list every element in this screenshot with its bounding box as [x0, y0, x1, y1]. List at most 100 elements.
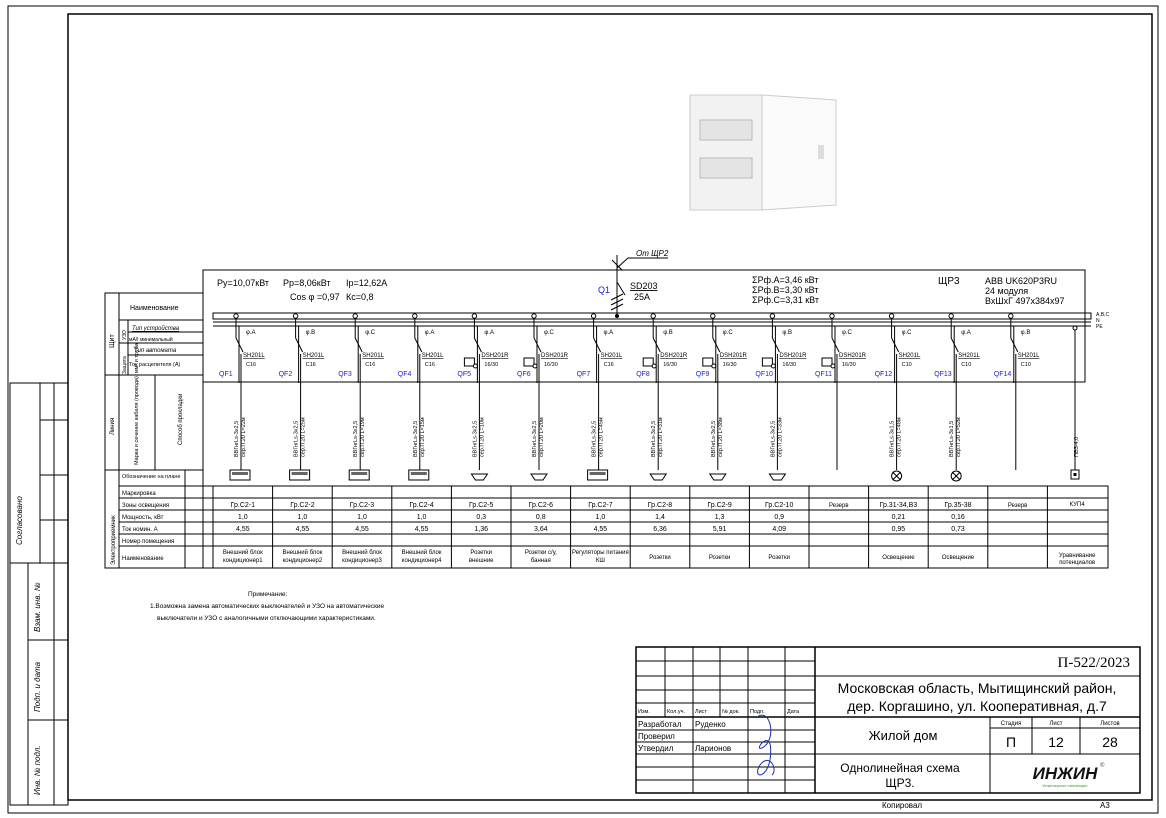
power-cell: 1,0 [357, 514, 367, 521]
power-cell: 1,3 [715, 514, 725, 521]
lamp-plan-icon [891, 470, 903, 482]
main-breaker-rating: 25A [634, 292, 650, 302]
phase-label: φ.В [1021, 330, 1031, 336]
cos-value: Cos φ =0,97 [290, 292, 340, 302]
breaker-ref: QF13 [934, 371, 952, 378]
phase-label: φ.А [246, 330, 256, 336]
sheets-label: Листов [1100, 721, 1120, 727]
hdr-protection: Защита [122, 356, 128, 374]
device-type: SH201L [303, 353, 325, 359]
consumer-name-cell: Розетки с/у, [525, 550, 557, 556]
svg-text:Инженерные инновации: Инженерные инновации [1042, 783, 1087, 788]
tb-col-header: Кол.уч. [667, 709, 685, 715]
current-cell: 6,36 [653, 526, 667, 533]
device-rating: C16 [365, 362, 375, 368]
phase-label: φ.А [604, 330, 614, 336]
device-rating: C10 [1021, 362, 1031, 368]
socket-plan-icon [470, 473, 489, 481]
consumer-name-cell: Внешний блок [282, 549, 322, 556]
cable-mark: ВВГнгLs-3х2,5 [413, 421, 419, 457]
tb-role: Утвердил [638, 744, 674, 753]
socket-plan-icon [708, 473, 727, 481]
cable-mark: ВВГнгLs-3х2,5 [711, 421, 717, 457]
tb-person: Руденко [695, 720, 726, 729]
power-cell: 0,16 [951, 514, 965, 521]
zone-cell: Гр.С2-8 [648, 502, 673, 509]
hdr-trip-current: Ток расцепителя (А) [129, 362, 181, 368]
current-cell: 0,95 [892, 526, 906, 533]
breaker-ref: QF11 [815, 371, 832, 378]
power-cell: 0,9 [774, 514, 784, 521]
device-type: SH201L [422, 353, 444, 359]
consumer-name-cell-line2: внешние [469, 558, 494, 564]
device-rating: C10 [961, 362, 971, 368]
panel-parameters: Ру=10,07кВт Рр=8,06кВт Iр=12,62А Cos φ =… [217, 275, 1065, 306]
pe-name-cell: Уравнивание [1059, 553, 1096, 559]
company-logo: ИНЖИН Инженерные инновации ® [1033, 762, 1105, 788]
sheet-title-2: ЩР3. [885, 776, 914, 790]
cable-mark: ВВГнгLs-3х2,5 [294, 421, 300, 457]
cable-route: сер.П.20 L=48м [897, 417, 903, 457]
phase-label: φ.С [723, 330, 734, 336]
current-cell: 4,55 [236, 526, 250, 533]
current-cell: 3,64 [534, 526, 548, 533]
hdr-current: Ток номин. А [122, 527, 158, 533]
address-line-1: Московская область, Мытищинский район, [838, 680, 1117, 696]
busbars: A,B,C N PE [212, 312, 1109, 330]
tb-role: Разработал [638, 720, 682, 729]
tb-col-header: № док. [722, 709, 740, 715]
current-cell: 4,09 [772, 526, 786, 533]
zone-cell: Гр.31-34,В3 [880, 502, 918, 509]
breaker-ref: QF8 [636, 371, 650, 378]
tb-role: Проверил [638, 732, 675, 741]
sheet-value: 12 [1048, 734, 1064, 750]
box-plan-icon [348, 469, 370, 481]
power-cell: 1,0 [596, 514, 606, 521]
device-rating: 16/30 [782, 362, 796, 368]
consumer-name-cell: Розетки [649, 555, 671, 561]
svg-text:ИНЖИН: ИНЖИН [1033, 764, 1098, 783]
bus-label-n: N [1096, 318, 1100, 324]
zone-cell: Гр.С2-9 [707, 502, 732, 509]
zone-cell: Гр.С2-6 [529, 502, 554, 509]
device-rating: C16 [604, 362, 614, 368]
hdr-room: Номер помещения [122, 539, 174, 545]
consumer-name-cell: Освещение [942, 555, 975, 561]
pp-value: Рр=8,06кВт [283, 278, 331, 288]
zone-cell: Резерв [1008, 503, 1028, 509]
power-cell: 0,8 [536, 514, 546, 521]
current-cell: 4,55 [296, 526, 310, 533]
device-type: DSH201R [660, 353, 688, 359]
note-title: Примечание: [248, 591, 288, 598]
device-rating: 16/30 [544, 362, 558, 368]
current-cell: 5,91 [713, 526, 727, 533]
breaker-ref: QF12 [875, 371, 893, 378]
current-cell: 1,36 [474, 526, 488, 533]
box-plan-icon [408, 469, 430, 481]
zone-cell: Гр.С2-2 [290, 502, 315, 509]
panel-name: ЩР3 [938, 276, 960, 287]
device-type: DSH201R [481, 353, 509, 359]
zone-cell: Гр.35-38 [944, 502, 971, 509]
phase-label: φ.А [484, 330, 494, 336]
device-rating: C16 [246, 362, 256, 368]
consumer-name-cell: Розетки [768, 555, 790, 561]
lamp-plan-icon [950, 470, 962, 482]
doc-number: П-522/2023 [1058, 655, 1131, 671]
cable-route: сер.П.20 L=22м [241, 417, 247, 457]
hdr-name: Наименование [130, 305, 179, 312]
tb-person: Ларионов [695, 744, 731, 753]
zone-cell: Гр.С2-3 [350, 502, 375, 509]
device-type: SH201L [899, 353, 921, 359]
enclosure-image [689, 94, 837, 211]
hdr-line: Линия [110, 418, 116, 435]
cable-route: сер.П.20 L=52м [956, 417, 962, 457]
zone-cell: Гр.С2-5 [469, 502, 494, 509]
device-type: DSH201R [839, 353, 867, 359]
